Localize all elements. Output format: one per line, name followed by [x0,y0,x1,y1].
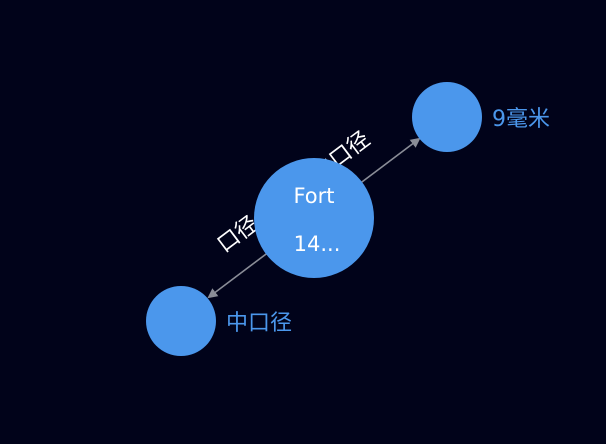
node-bottom-left[interactable] [146,286,216,356]
center-node-label-line1: Fort [293,184,334,208]
node-top-right-label: 9毫米 [492,107,550,132]
node-top-right[interactable] [412,82,482,152]
node-bottom-left-label: 中口径 [226,311,292,336]
center-node-label-line2: 14... [294,232,341,256]
node-center[interactable] [254,158,374,278]
